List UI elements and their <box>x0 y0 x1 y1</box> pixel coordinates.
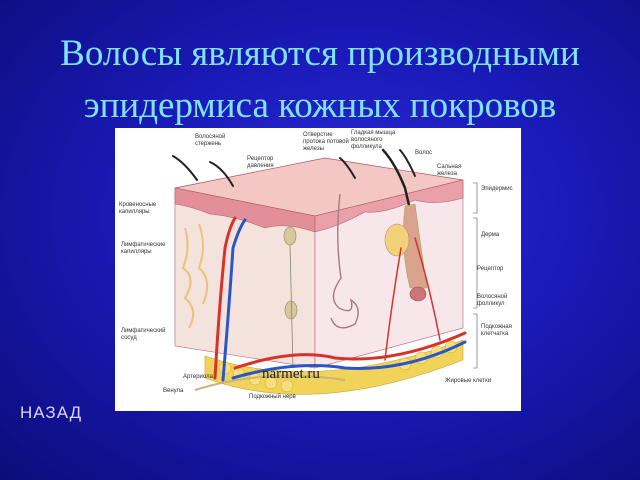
label-receptor: Рецептор <box>477 266 504 272</box>
label-hair: Волос <box>415 150 433 156</box>
label-sweat-duct: Отверстие протока потовой железы <box>303 132 349 152</box>
label-arteriole: Артериола <box>183 374 213 380</box>
label-hypodermis: Подкожная клетчатка <box>481 324 512 337</box>
label-epidermis: Эпидермис <box>481 186 513 192</box>
skin-cross-section-illustration <box>172 148 478 395</box>
label-arrector-muscle: Гладкая мышца волосяного фолликула <box>351 130 396 150</box>
label-lymph-capillaries: Лимфатические капилляры <box>121 242 166 255</box>
back-link[interactable]: НАЗАД <box>20 403 83 422</box>
label-pressure-receptor: Рецептор давления <box>247 156 274 169</box>
slide-title-line-2: эпидермиса кожных покровов <box>83 85 557 126</box>
slide-title: Волосы являются производными эпидермиса … <box>0 28 640 132</box>
slide-title-line-1: Волосы являются производными <box>60 33 580 74</box>
skin-diagram: Волосяной стержень Отверстие протока пот… <box>115 128 521 411</box>
label-hair-shaft: Волосяной стержень <box>195 134 226 147</box>
label-venule: Венула <box>163 388 184 394</box>
label-lymph-vessel: Лимфатический сосуд <box>121 328 166 341</box>
label-subcutaneous-nerve: Подкожный нерв <box>249 394 296 400</box>
label-hair-follicle: Волосяной фолликул <box>477 294 508 307</box>
label-fat-cells: Жировые клетки <box>445 378 492 384</box>
watermark: narmet.ru <box>262 366 320 382</box>
label-sebaceous-gland: Сальная железа <box>437 164 462 177</box>
label-blood-capillaries: Кровеносные капилляры <box>119 202 157 215</box>
label-dermis: Дерма <box>481 232 500 238</box>
